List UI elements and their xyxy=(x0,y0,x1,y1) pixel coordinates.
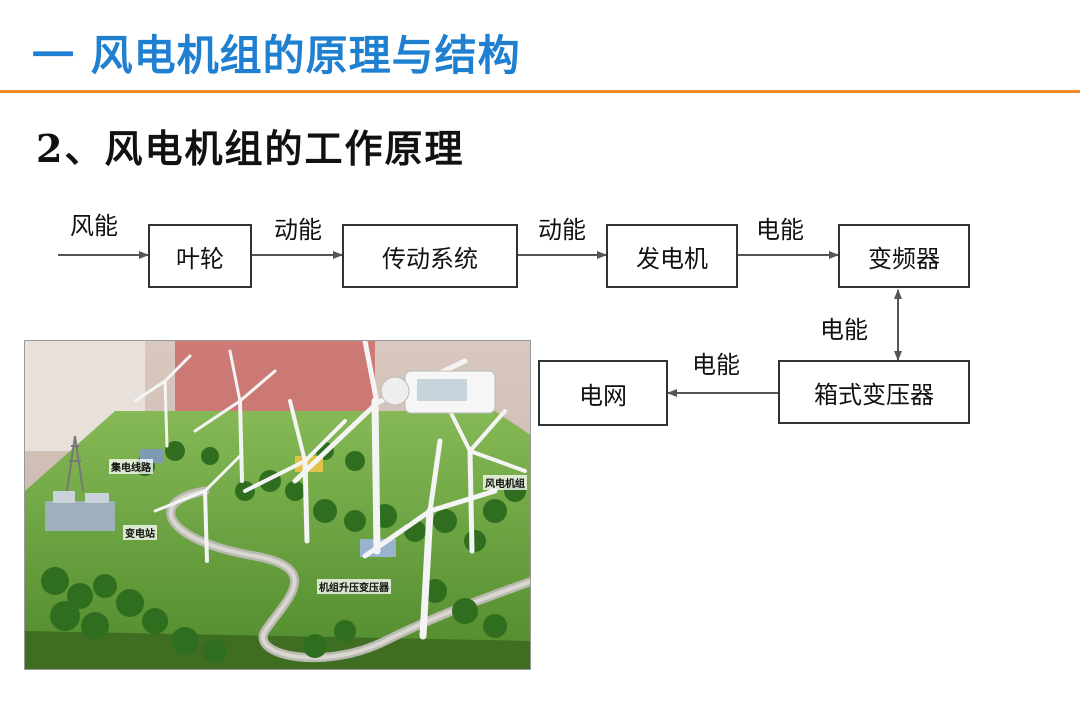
photo-label-substation: 变电站 xyxy=(123,525,157,540)
photo-label-collector-line: 集电线路 xyxy=(109,459,153,474)
box-drivetrain: 传动系统 xyxy=(342,224,518,288)
box-converter: 变频器 xyxy=(838,224,970,288)
energy-label-kinetic-2: 动能 xyxy=(538,210,586,245)
energy-label-wind: 风能 xyxy=(70,206,118,241)
box-grid: 电网 xyxy=(538,360,668,426)
energy-label-electric-1: 电能 xyxy=(756,210,804,245)
photo-label-step-up-transformer: 机组升压变压器 xyxy=(317,579,391,594)
box-rotor: 叶轮 xyxy=(148,224,252,288)
energy-label-electric-3: 电能 xyxy=(692,345,740,380)
energy-label-kinetic-1: 动能 xyxy=(274,210,322,245)
wind-farm-model-photo: 集电线路 变电站 风电机组 机组升压变压器 xyxy=(24,340,531,670)
energy-label-electric-2: 电能 xyxy=(820,310,868,345)
box-generator: 发电机 xyxy=(606,224,738,288)
box-box-transformer: 箱式变压器 xyxy=(778,360,970,424)
photo-label-turbine: 风电机组 xyxy=(483,475,527,490)
